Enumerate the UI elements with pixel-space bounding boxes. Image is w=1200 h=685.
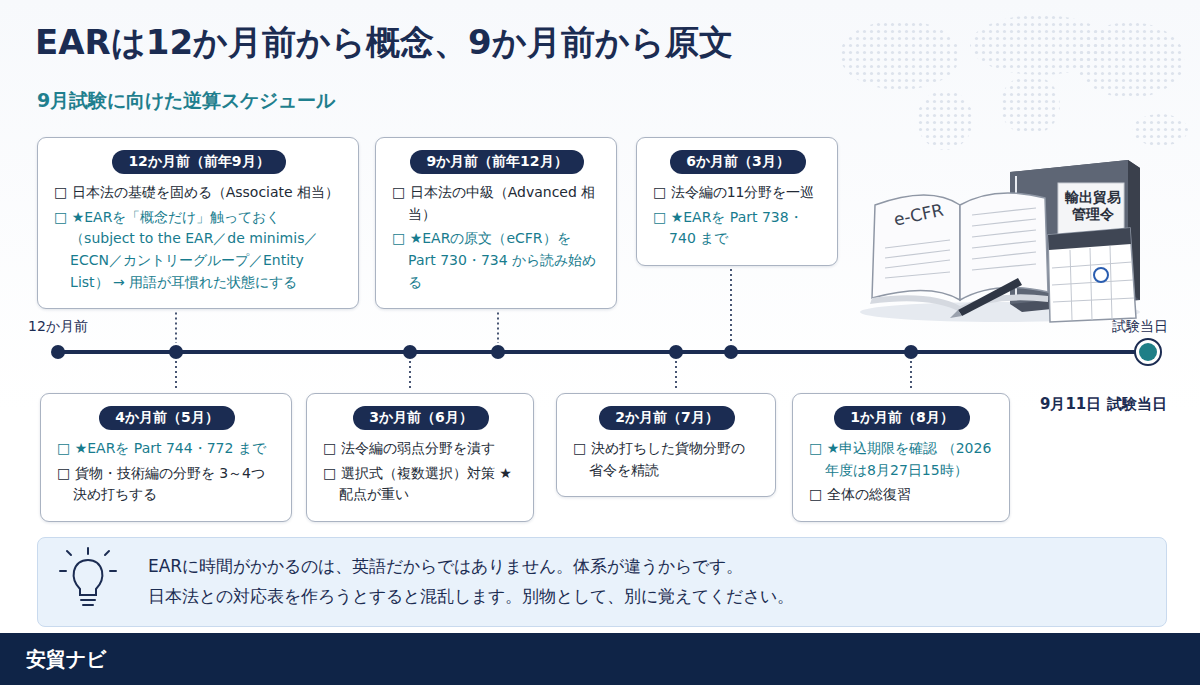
checklist-item: □ 選択式（複数選択）対策 ★配点が重い — [323, 463, 519, 506]
heading-pill: 6か月前（3月） — [653, 150, 823, 174]
heading-text: 3か月前（6月） — [353, 406, 488, 430]
checklist-item: □ 全体の総復習 — [809, 484, 995, 506]
heading-pill: 2か月前（7月） — [573, 406, 761, 430]
checklist-item: □ ★EARの原文（eCFR）を Part 730・734 から読み始める — [392, 228, 602, 293]
book-label: 輸出貿易管理令 — [1063, 189, 1123, 223]
book-label: e-CFR — [892, 200, 945, 230]
heading-text: 12か月前（前年9月） — [112, 150, 285, 174]
heading-pill: 9か月前（前年12月） — [392, 150, 602, 174]
checklist-item: □ 日本法の基礎を固める（Associate 相当） — [54, 182, 344, 204]
heading-text: 2か月前（7月） — [599, 406, 734, 430]
schedule-box: 2か月前（7月） □ 決め打ちした貨物分野の 省令を精読 — [556, 393, 776, 497]
checklist-item: □ ★EARを「概念だけ」触っておく （subject to the EAR／d… — [54, 207, 344, 294]
leader-line — [409, 361, 411, 390]
leader-line — [675, 361, 677, 390]
checklist-item: □ ★EARを Part 744・772 まで — [57, 438, 277, 460]
timeline-label: 12か月前 — [28, 318, 88, 336]
schedule-box: 12か月前（前年9月） □ 日本法の基礎を固める（Associate 相当） □ ★… — [37, 137, 359, 309]
leader-line — [497, 312, 499, 343]
leader-line — [175, 361, 177, 390]
checklist-item: □ 決め打ちした貨物分野の 省令を精読 — [573, 438, 761, 481]
schedule-box: 6か月前（3月） □ 法令編の11分野を一巡 □ ★EARを Part 738・74… — [636, 137, 838, 266]
schedule-box: 1か月前（8月） □ ★申込期限を確認 （2026年度は8月27日15時） □ 全体… — [792, 393, 1010, 522]
leader-line — [175, 312, 177, 343]
heading-pill: 1か月前（8月） — [809, 406, 995, 430]
heading-text: 1か月前（8月） — [834, 406, 969, 430]
checklist-item: □ 法令編の弱点分野を潰す — [323, 438, 519, 460]
schedule-box: 9か月前（前年12月） □ 日本法の中級（Advanced 相当）□ ★EARの原… — [375, 137, 617, 309]
heading-pill: 3か月前（6月） — [323, 406, 519, 430]
heading-text: 9か月前（前年12月） — [410, 150, 583, 174]
books-illustration — [860, 160, 1140, 322]
heading-pill: 12か月前（前年9月） — [54, 150, 344, 174]
timeline — [51, 339, 1161, 365]
subtitle: 9月試験に向けた逆算スケジュール — [37, 88, 335, 114]
title: EARは12か月前から概念、9か月前から原文 — [35, 20, 733, 66]
leader-line — [910, 361, 912, 390]
checklist-item: □ 日本法の中級（Advanced 相当） — [392, 182, 602, 225]
checklist-item: □ ★EARを Part 738・740 まで — [653, 207, 823, 250]
leader-line — [730, 269, 732, 343]
schedule-box: 3か月前（6月） □ 法令編の弱点分野を潰す □ 選択式（複数選択）対策 ★配点が重… — [306, 393, 534, 522]
heading-pill: 4か月前（5月） — [57, 406, 277, 430]
heading-text: 4か月前（5月） — [99, 406, 234, 430]
timeline-label: 試験当日 — [1112, 318, 1168, 336]
tip-box: EARに時間がかかるのは、英語だからではありません。体系が違うからです。日本法と… — [37, 537, 1167, 627]
brand-name: 安貿ナビ — [26, 633, 1200, 685]
timeline-label: 9月11日 試験当日 — [1040, 395, 1167, 414]
tip-text: 日本法との対応表を作ろうとすると混乱します。別物として、別に覚えてください。 — [148, 582, 1146, 612]
checklist-item: □ ★申込期限を確認 （2026年度は8月27日15時） — [809, 438, 995, 481]
checklist-item: □ 法令編の11分野を一巡 — [653, 182, 823, 204]
schedule-box: 4か月前（5月） □ ★EARを Part 744・772 まで □ 貨物・技術編の… — [40, 393, 292, 522]
tip-text: EARに時間がかかるのは、英語だからではありません。体系が違うからです。 — [148, 552, 1146, 582]
checklist-item: □ 貨物・技術編の分野を 3～4つ決め打ちする — [57, 463, 277, 506]
heading-text: 6か月前（3月） — [670, 150, 805, 174]
world-map — [840, 15, 1188, 150]
footer-band: 安貿ナビ — [0, 633, 1200, 685]
